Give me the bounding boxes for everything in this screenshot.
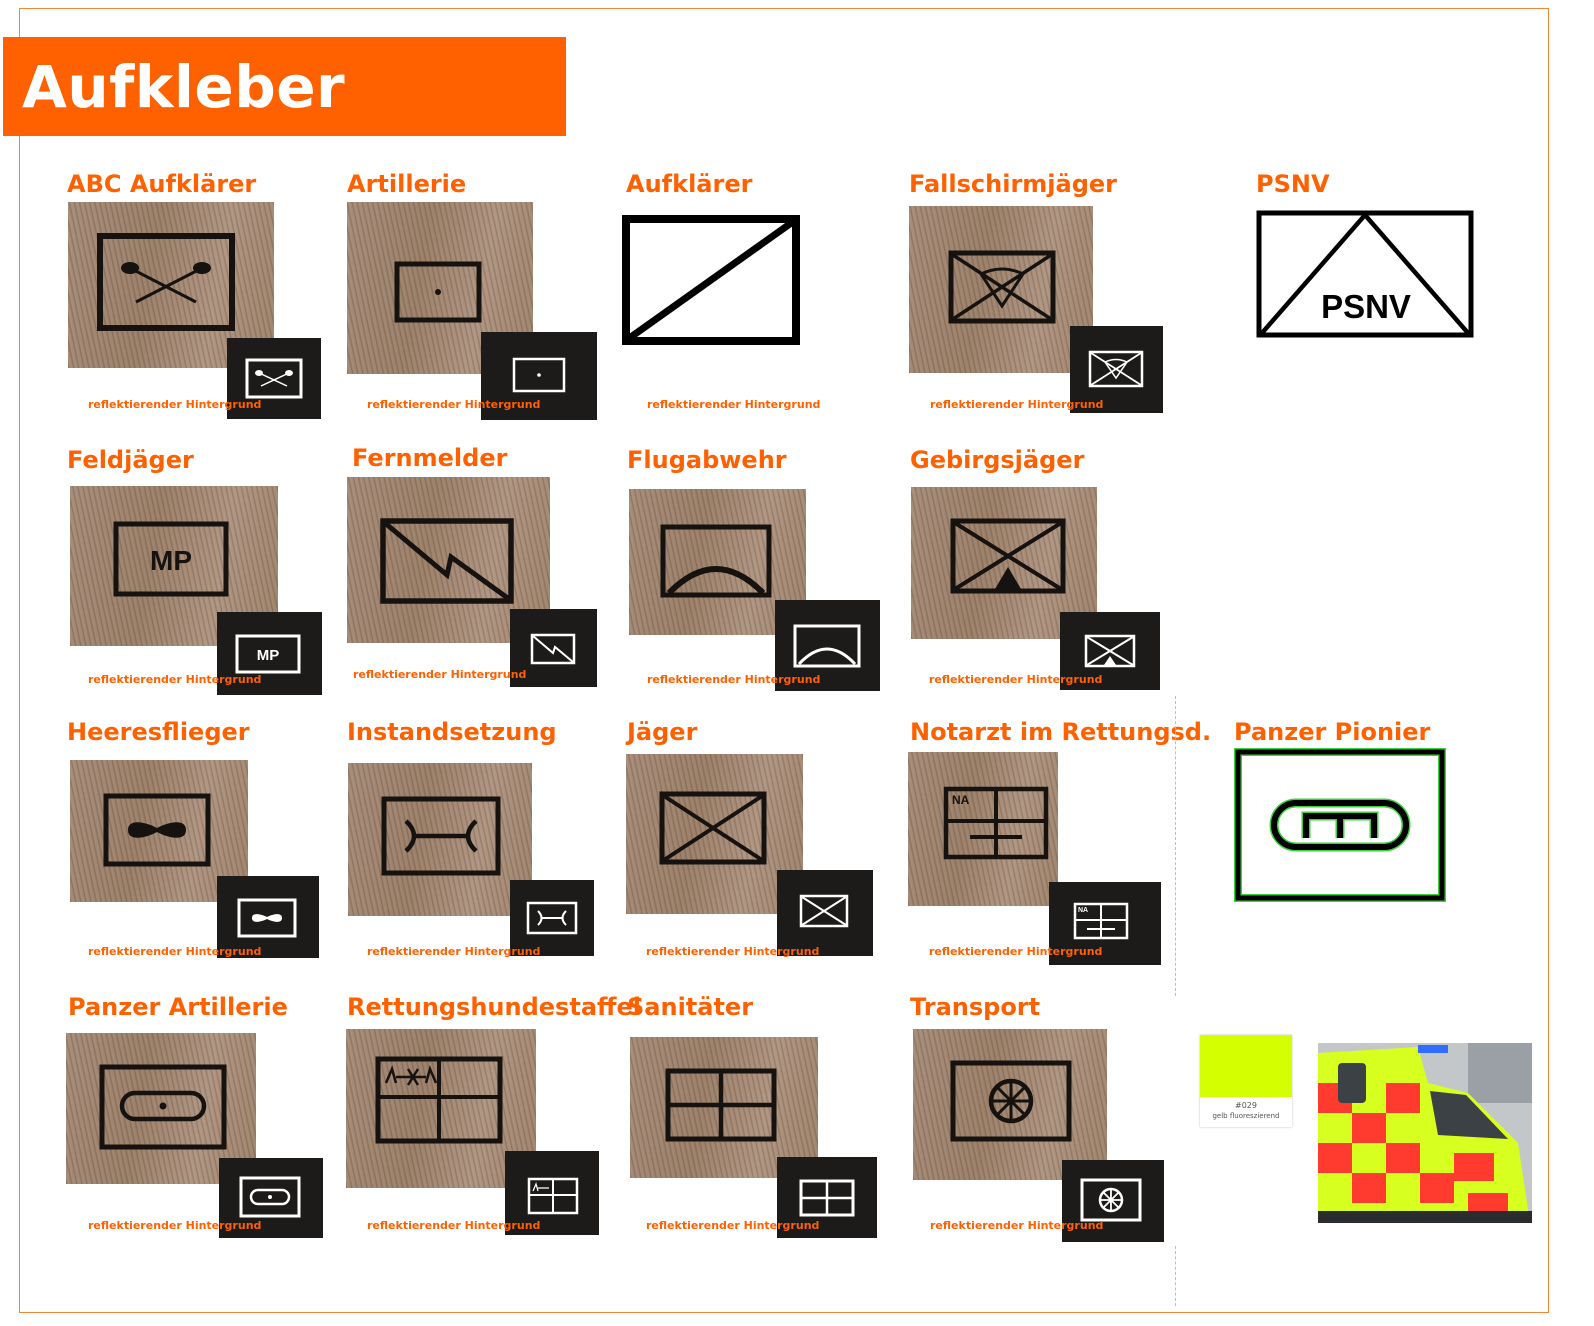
reflective-note: reflektierender Hintergrund xyxy=(88,398,262,411)
reflective-note: reflektierender Hintergrund xyxy=(353,668,527,681)
sticker-label-panzer-pionier: Panzer Pionier xyxy=(1234,718,1431,746)
sticker-label-sanitaeter: Sanitäter xyxy=(627,993,754,1021)
sticker-thumb-rettungshundestaffel xyxy=(505,1151,599,1235)
sticker-thumb-panzer-artillerie xyxy=(219,1158,323,1238)
reflective-note: reflektierender Hintergrund xyxy=(367,945,541,958)
sticker-photo-panzer-artillerie xyxy=(66,1033,256,1184)
reflective-note: reflektierender Hintergrund xyxy=(930,1219,1104,1232)
medic-icon xyxy=(665,1068,777,1142)
reflective-note: reflektierender Hintergrund xyxy=(367,398,541,411)
sticker-label-transport: Transport xyxy=(910,993,1041,1021)
emergency-doctor-icon: NA xyxy=(943,786,1049,860)
sticker-symbol-aufklaerer xyxy=(622,215,800,345)
na-symbol-text: NA xyxy=(952,793,970,807)
sticker-photo-jaeger xyxy=(626,754,803,914)
sticker-thumb-abc-aufklaerer xyxy=(227,338,321,419)
army-aviation-icon xyxy=(103,793,211,867)
swatch-name: gelb fluoreszierend xyxy=(1212,1112,1280,1120)
sticker-symbol-psnv: PSNV xyxy=(1256,210,1474,338)
layout-guide xyxy=(1175,1246,1176,1306)
mp-symbol-text: MP xyxy=(150,545,192,576)
paratrooper-icon xyxy=(948,250,1056,324)
sticker-thumb-fallschirmjaeger xyxy=(1070,326,1163,413)
psnv-symbol-text: PSNV xyxy=(1321,288,1411,325)
layout-guide xyxy=(1175,696,1176,996)
color-swatch-card: #029 gelb fluoreszierend xyxy=(1200,1035,1292,1127)
signals-icon xyxy=(380,518,514,604)
swatch-code: #029 xyxy=(1235,1101,1257,1110)
armored-artillery-icon xyxy=(99,1064,227,1150)
reflective-note: reflektierender Hintergrund xyxy=(929,673,1103,686)
sticker-photo-notarzt: NA xyxy=(908,752,1058,906)
sticker-thumb-sanitaeter xyxy=(777,1157,877,1238)
page-title: Aufkleber xyxy=(22,53,346,121)
air-defense-icon xyxy=(660,524,772,598)
sticker-label-flugabwehr: Flugabwehr xyxy=(627,446,787,474)
sticker-label-fernmelder: Fernmelder xyxy=(352,444,508,472)
mountain-infantry-icon xyxy=(950,518,1066,594)
rescue-dog-squadron-icon xyxy=(375,1056,503,1144)
sticker-thumb-feldjaeger: MP xyxy=(217,612,322,695)
sticker-thumb-notarzt: NA xyxy=(1049,882,1161,965)
sticker-thumb-instandsetzung xyxy=(510,880,594,956)
sticker-label-gebirgsjaeger: Gebirgsjäger xyxy=(910,446,1085,474)
reflective-note: reflektierender Hintergrund xyxy=(929,945,1103,958)
infantry-icon xyxy=(659,791,767,865)
page-frame xyxy=(19,8,1549,1313)
military-police-icon: MP xyxy=(113,521,229,597)
sticker-label-aufklaerer: Aufklärer xyxy=(626,170,753,198)
sticker-photo-rettungshundestaffel xyxy=(346,1029,536,1188)
sticker-thumb-jaeger xyxy=(777,870,873,956)
color-swatch-fluorescent-yellow xyxy=(1200,1035,1292,1097)
transport-icon xyxy=(950,1060,1072,1142)
na-thumb-text: NA xyxy=(1078,907,1088,914)
sticker-thumb-transport xyxy=(1062,1160,1164,1242)
reflective-note: reflektierender Hintergrund xyxy=(646,945,820,958)
reflective-note: reflektierender Hintergrund xyxy=(647,673,821,686)
sticker-thumb-gebirgsjaeger xyxy=(1060,612,1160,690)
sticker-thumb-heeresflieger xyxy=(217,876,319,958)
sticker-label-psnv: PSNV xyxy=(1256,170,1330,198)
reflective-note: reflektierender Hintergrund xyxy=(88,945,262,958)
sticker-label-notarzt: Notarzt im Rettungsd. xyxy=(910,718,1212,746)
reconnaissance-icon xyxy=(622,215,800,345)
reflective-note: reflektierender Hintergrund xyxy=(367,1219,541,1232)
sticker-thumb-artillerie xyxy=(481,332,597,420)
sticker-label-artillerie: Artillerie xyxy=(347,170,467,198)
sticker-label-abc-aufklaerer: ABC Aufklärer xyxy=(67,170,257,198)
sticker-label-jaeger: Jäger xyxy=(627,718,698,746)
sticker-photo-instandsetzung xyxy=(348,763,532,916)
psnv-icon: PSNV xyxy=(1256,210,1474,338)
sticker-photo-sanitaeter xyxy=(630,1037,818,1178)
sticker-label-fallschirmjaeger: Fallschirmjäger xyxy=(909,170,1118,198)
sticker-label-instandsetzung: Instandsetzung xyxy=(347,718,557,746)
sticker-label-rettungshundestaffel: Rettungshundestaffel xyxy=(347,993,641,1021)
sticker-symbol-panzer-pionier xyxy=(1234,748,1446,902)
reflective-note: reflektierender Hintergrund xyxy=(88,1219,262,1232)
sticker-thumb-fernmelder xyxy=(510,609,597,687)
sticker-thumb-flugabwehr xyxy=(775,600,880,691)
header-bar xyxy=(3,37,566,136)
ambulance-photo xyxy=(1318,1043,1532,1223)
reflective-note: reflektierender Hintergrund xyxy=(930,398,1104,411)
armored-engineer-icon xyxy=(1234,748,1446,902)
artillery-icon xyxy=(394,261,482,323)
reflective-note: reflektierender Hintergrund xyxy=(647,398,821,411)
reflective-note: reflektierender Hintergrund xyxy=(88,673,262,686)
sticker-label-heeresflieger: Heeresflieger xyxy=(67,718,250,746)
sticker-photo-fallschirmjaeger xyxy=(909,206,1093,373)
sticker-label-panzer-artillerie: Panzer Artillerie xyxy=(68,993,288,1021)
mp-thumb-text: MP xyxy=(257,647,280,664)
maintenance-icon xyxy=(381,796,501,876)
abc-reconnaissance-icon xyxy=(97,233,235,331)
reflective-note: reflektierender Hintergrund xyxy=(646,1219,820,1232)
sticker-label-feldjaeger: Feldjäger xyxy=(67,446,194,474)
sticker-photo-transport xyxy=(913,1029,1107,1180)
